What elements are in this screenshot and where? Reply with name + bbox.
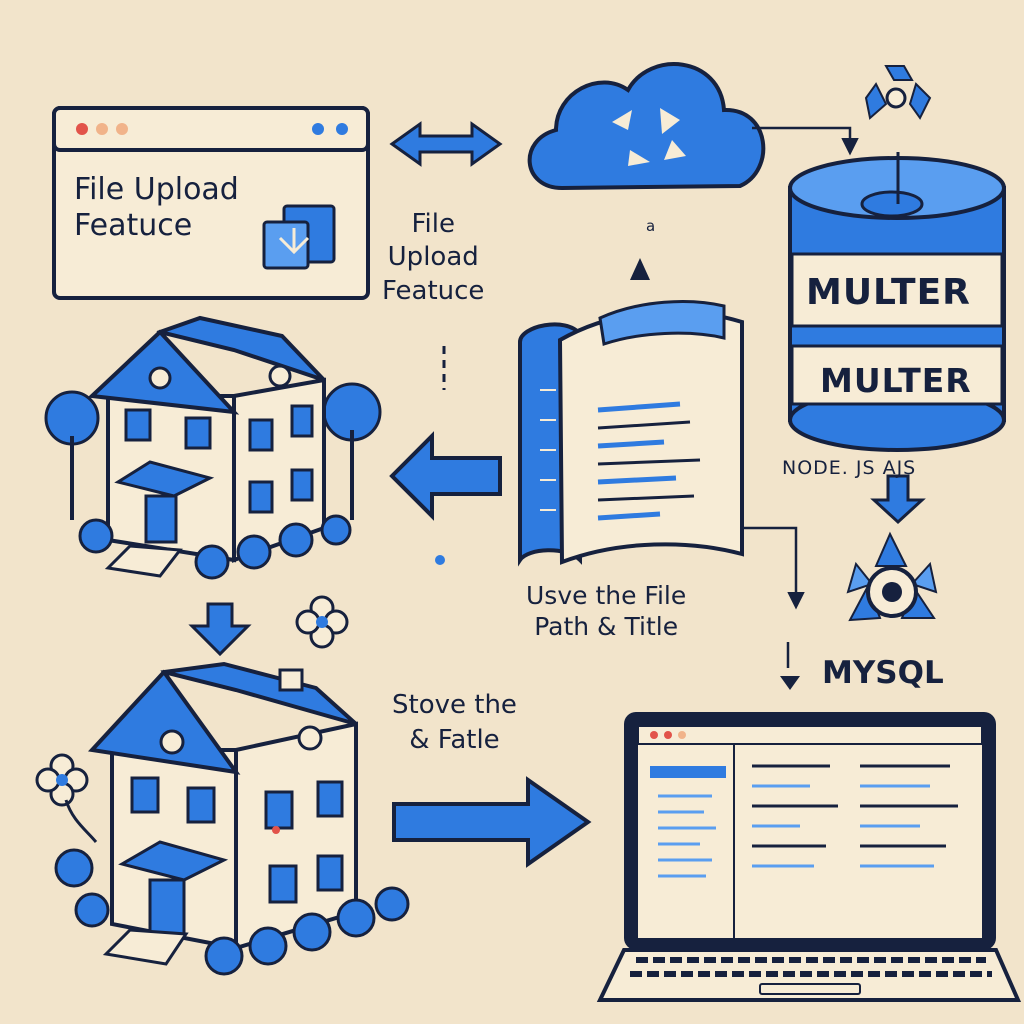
mysql-gear-icon (846, 531, 938, 622)
laptop-icon (596, 712, 1022, 1002)
mysql-label: MYSQL (822, 655, 944, 691)
maximize-dot-icon (116, 123, 128, 135)
small-arrow-icon (630, 258, 650, 280)
book-spine-lines (540, 389, 556, 511)
right-arrow-icon (392, 776, 592, 868)
middle-label-line2: Upload (387, 242, 479, 273)
use-path-line1: Usve the File (526, 581, 687, 610)
close-dot-icon (76, 123, 88, 135)
window-title-line1: File Upload (74, 172, 239, 207)
status-dot-icon (336, 123, 348, 135)
document-text-lines (597, 401, 701, 521)
bidirectional-arrow-icon (389, 121, 503, 167)
laptop-screen-lines (658, 764, 958, 878)
store-label-line1: Stove the (392, 690, 517, 720)
upload-file-icon (262, 204, 336, 270)
minimize-dot-icon (96, 123, 108, 135)
use-path-label: Usve the File Path & Title (526, 580, 686, 643)
node-label: NODE. JS AJS (782, 457, 917, 479)
cloud-icon (527, 62, 766, 191)
house-icon (54, 661, 410, 976)
browser-window (52, 106, 370, 300)
store-label: Stove the & Fatle (392, 688, 517, 758)
dot-marker (435, 555, 445, 565)
house-icon (44, 315, 382, 580)
small-mark-label: a (646, 217, 656, 235)
window-controls (76, 123, 348, 135)
status-dot-icon (312, 123, 324, 135)
down-arrow-icon (188, 602, 252, 657)
left-arrow-icon (389, 431, 502, 521)
use-path-line2: Path & Title (534, 612, 679, 642)
store-label-line2: & Fatle (409, 725, 500, 756)
middle-label-line3: Featuce (382, 275, 485, 306)
window-title: File Upload Featuce (74, 172, 239, 244)
connector-line (752, 126, 859, 156)
multer-label-bottom: MULTER (820, 361, 972, 400)
window-title-line2: Featuce (74, 208, 193, 243)
down-arrow-icon (870, 474, 926, 525)
flower-icon (35, 753, 98, 843)
sync-arrows-icon (612, 108, 686, 166)
document-book-icon (518, 300, 744, 567)
keyboard-keys (630, 957, 992, 995)
multer-label-top: MULTER (806, 272, 971, 313)
recycle-icon (864, 65, 932, 120)
middle-label-line1: File (411, 209, 455, 239)
multer-database-icon (788, 152, 1006, 452)
middle-label: File Upload Featuce (382, 208, 484, 308)
flower-icon (295, 595, 349, 649)
connector-line (740, 526, 805, 610)
small-arrow-icon (780, 676, 800, 690)
